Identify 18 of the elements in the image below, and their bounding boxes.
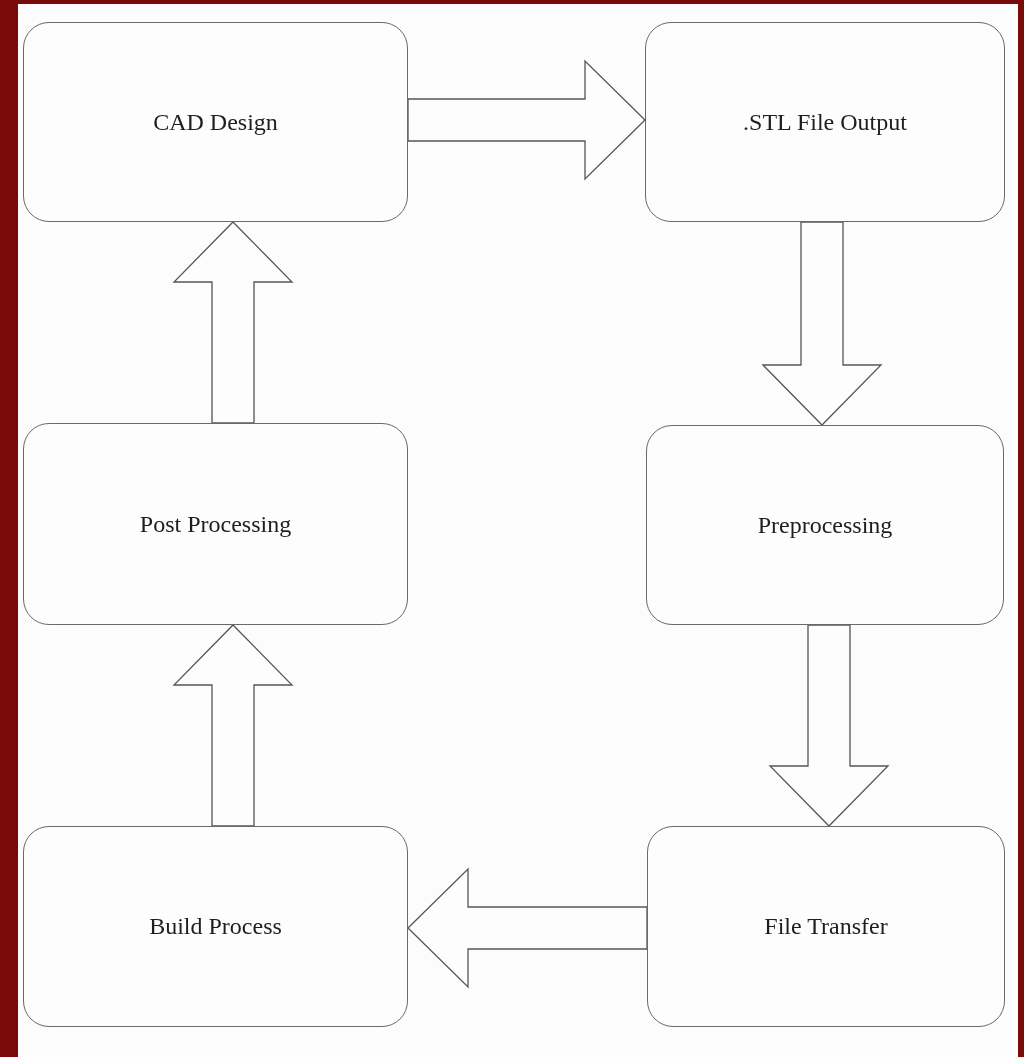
process-box: [645, 22, 1005, 222]
box-label: Build Process: [149, 913, 282, 940]
process-box: [23, 22, 408, 222]
block-arrow: [761, 221, 883, 426]
block-arrow: [407, 867, 648, 989]
box-label: .STL File Output: [743, 108, 907, 136]
block-arrow: [172, 624, 294, 827]
process-box: [23, 826, 408, 1027]
box-label: CAD Design: [153, 108, 278, 136]
process-box: [646, 425, 1004, 625]
box-label: File Transfer: [764, 913, 888, 940]
process-box: [647, 826, 1005, 1027]
block-arrow: [172, 221, 294, 424]
box-label: Post Processing: [139, 510, 292, 538]
block-arrow: [407, 59, 646, 181]
process-box: [23, 423, 408, 625]
block-arrow: [768, 624, 890, 827]
box-label: Preprocessing: [757, 511, 893, 539]
